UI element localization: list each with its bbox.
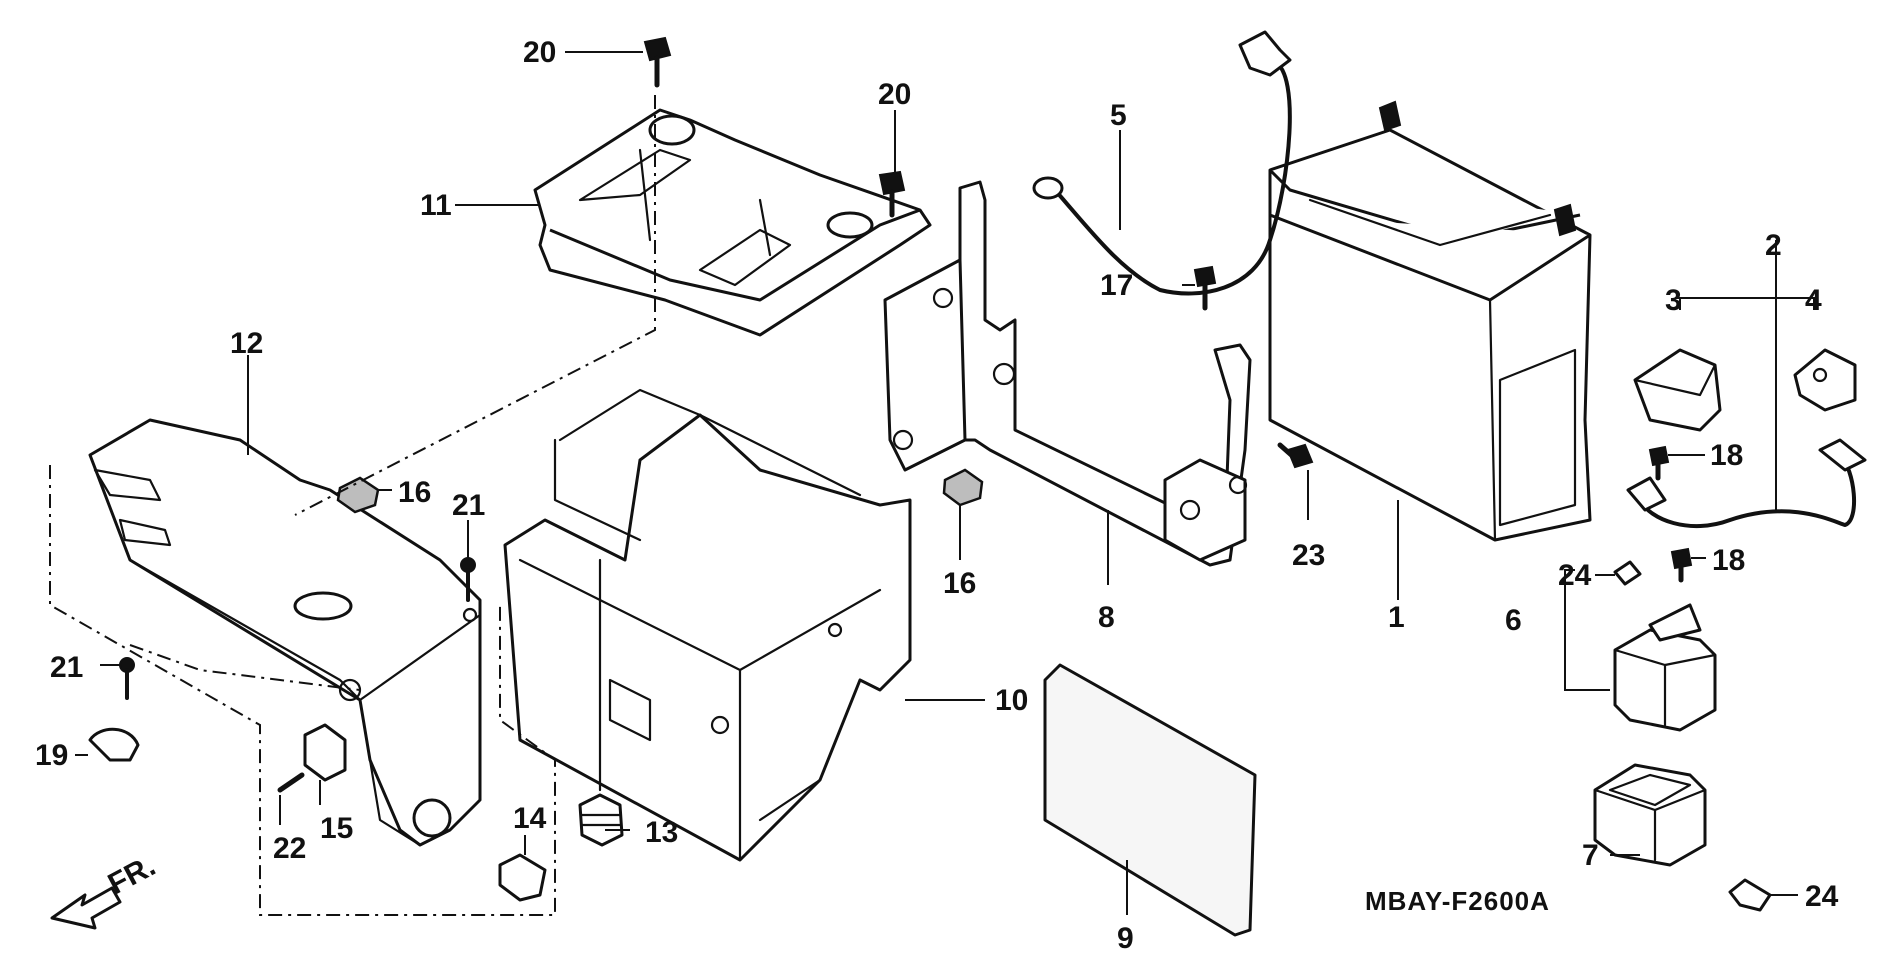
bolt-20-right bbox=[878, 170, 906, 218]
callout-3: 3 bbox=[1665, 284, 1682, 317]
bolt-18-lower bbox=[1670, 547, 1693, 583]
battery bbox=[1268, 100, 1592, 542]
clip-nut-16-mid bbox=[942, 468, 984, 507]
clamp-19 bbox=[88, 727, 140, 762]
callout-8: 8 bbox=[1098, 601, 1115, 634]
front-direction-arrow: FR. bbox=[50, 849, 161, 930]
callout-24-upper: 24 bbox=[1558, 559, 1592, 592]
bolt-17 bbox=[1193, 265, 1217, 311]
callout-20-right: 20 bbox=[878, 78, 911, 111]
callout-16-mid: 16 bbox=[943, 567, 976, 600]
starter-relay bbox=[1613, 603, 1717, 732]
battery-cover bbox=[88, 418, 482, 847]
callout-15: 15 bbox=[320, 812, 353, 845]
callout-9: 9 bbox=[1117, 922, 1134, 955]
screw-21-left bbox=[119, 657, 135, 700]
battery-box bbox=[503, 388, 912, 862]
terminal-cover-4 bbox=[1793, 348, 1857, 412]
fuse-upper bbox=[1613, 560, 1642, 586]
bolt-18-upper bbox=[1648, 445, 1670, 481]
callout-7: 7 bbox=[1582, 839, 1599, 872]
assembly-lines bbox=[49, 95, 656, 916]
callout-21-mid: 21 bbox=[452, 489, 485, 522]
bolt-20-top bbox=[643, 36, 672, 88]
positive-cable bbox=[1626, 438, 1867, 529]
callout-12: 12 bbox=[230, 327, 263, 360]
grommet-15 bbox=[303, 723, 347, 782]
fuse-holder-14 bbox=[498, 853, 547, 902]
callout-4: 4 bbox=[1805, 284, 1822, 317]
callout-10: 10 bbox=[995, 684, 1028, 717]
leader-lines bbox=[75, 51, 1815, 915]
callout-24-lower: 24 bbox=[1805, 880, 1839, 913]
cushion-13 bbox=[578, 793, 624, 847]
callout-5: 5 bbox=[1110, 99, 1127, 132]
bolt-23 bbox=[1277, 442, 1314, 469]
callout-2: 2 bbox=[1765, 229, 1782, 262]
callouts: 20 20 11 12 5 17 1 2 3 4 18 18 23 8 24 6… bbox=[35, 36, 1839, 955]
battery-hold-bracket bbox=[883, 180, 1252, 567]
callout-20-top: 20 bbox=[523, 36, 556, 69]
callout-14: 14 bbox=[513, 802, 547, 835]
callout-6: 6 bbox=[1505, 604, 1522, 637]
callout-19: 19 bbox=[35, 739, 68, 772]
terminal-cover-3 bbox=[1633, 348, 1722, 432]
callout-17: 17 bbox=[1100, 269, 1133, 302]
callout-22: 22 bbox=[273, 832, 306, 865]
relay-rubber bbox=[1593, 763, 1707, 867]
callout-18-upper: 18 bbox=[1710, 439, 1743, 472]
callout-21-left: 21 bbox=[50, 651, 83, 684]
callout-16-left: 16 bbox=[398, 476, 431, 509]
clip-nut-16-left bbox=[336, 476, 380, 514]
negative-cable bbox=[1032, 30, 1292, 296]
pin-22 bbox=[277, 772, 305, 793]
diagram-code: MBAY-F2600A bbox=[1365, 886, 1550, 916]
callout-23: 23 bbox=[1292, 539, 1325, 572]
fuse-lower bbox=[1728, 878, 1772, 912]
callout-11: 11 bbox=[420, 189, 452, 222]
callout-18-lower: 18 bbox=[1712, 544, 1745, 577]
battery-pad bbox=[1043, 663, 1257, 937]
callout-13: 13 bbox=[645, 816, 678, 849]
callout-1: 1 bbox=[1388, 601, 1405, 634]
battery-top-plate bbox=[533, 108, 932, 337]
